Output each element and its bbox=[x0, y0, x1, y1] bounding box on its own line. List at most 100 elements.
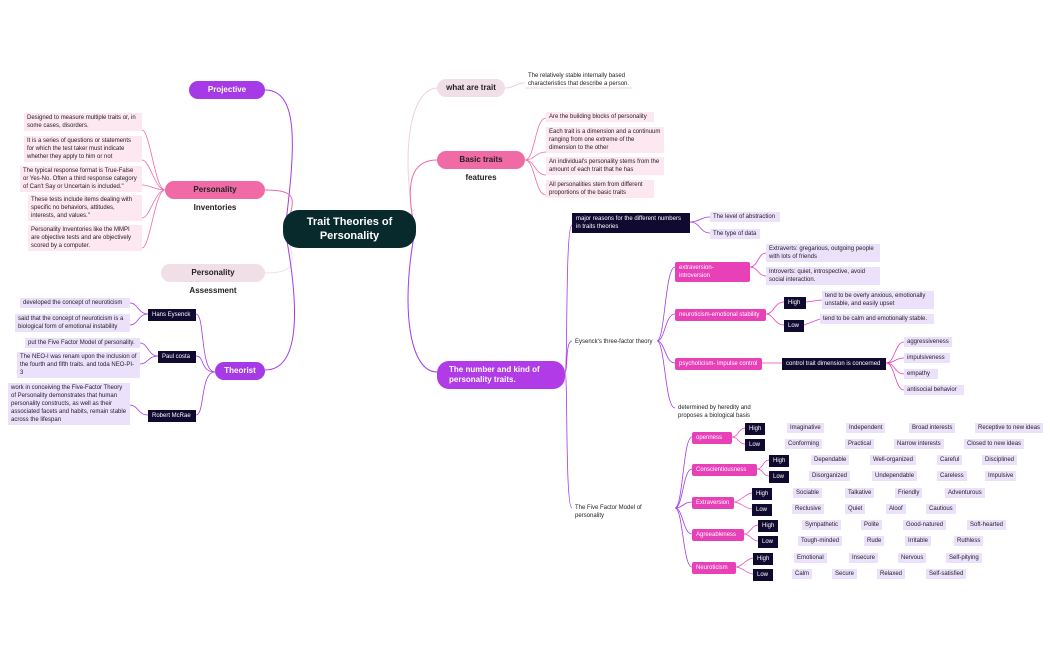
high-trait: Insecure bbox=[849, 553, 879, 563]
extraversion-item: Introverts: quiet, introspective, avoid … bbox=[766, 267, 880, 285]
low-trait: Cautious bbox=[926, 504, 956, 514]
what-are-trait-node[interactable]: what are trait bbox=[437, 79, 505, 97]
low-trait: Practical bbox=[845, 439, 875, 449]
psychoticism-node[interactable]: psychoticism- impulse control bbox=[675, 358, 762, 370]
eysenck-item: developed the concept of neuroticism bbox=[20, 298, 130, 308]
neuro-low-tag: Low bbox=[784, 320, 804, 332]
theorist-costa[interactable]: Paul costa bbox=[158, 351, 196, 363]
personality-inventories-node[interactable]: Personality Inventories bbox=[165, 181, 265, 212]
low-trait: Ruthless bbox=[954, 536, 984, 546]
neuro-low-desc: tend to be calm and emotionally stable. bbox=[820, 314, 934, 324]
low-trait: Reclusive bbox=[792, 504, 825, 514]
inventory-item: Designed to measure multiple traits or, … bbox=[24, 113, 142, 131]
high-trait: Careful bbox=[937, 455, 963, 465]
inventory-item: The typical response format is True-Fals… bbox=[20, 166, 142, 192]
high-trait: Emotional bbox=[794, 553, 827, 563]
factor-node[interactable]: Agreeableness bbox=[692, 529, 744, 541]
psych-item: antisocial behavior bbox=[904, 385, 964, 395]
five-factor-node[interactable]: The Five Factor Model of personality bbox=[575, 505, 642, 519]
high-trait: Broad interests bbox=[909, 423, 956, 433]
basic-item: All personalities stem from different pr… bbox=[546, 180, 654, 198]
mcrae-item: work in conceiving the Five-Factor Theor… bbox=[8, 383, 130, 425]
low-tag: Low bbox=[769, 471, 789, 483]
theorist-eysenck[interactable]: Hans Eysenck bbox=[148, 309, 196, 321]
high-trait: Self-pitying bbox=[946, 553, 982, 563]
neuro-high-tag: High bbox=[784, 297, 806, 309]
low-trait: Calm bbox=[792, 569, 813, 579]
number-kind-node[interactable]: The number and kind of personality trait… bbox=[437, 361, 565, 389]
basic-item: Are the building blocks of personality bbox=[546, 112, 654, 122]
inventory-item: Personality Inventories like the MMPI ar… bbox=[28, 225, 142, 251]
major-item: The level of abstraction bbox=[710, 212, 780, 222]
high-tag: High bbox=[758, 520, 778, 532]
low-trait: Disorganized bbox=[809, 471, 851, 481]
high-trait: Disciplined bbox=[982, 455, 1018, 465]
projective-tests-node[interactable]: Projective Tests bbox=[189, 81, 265, 112]
psych-item: aggressiveness bbox=[904, 337, 952, 347]
high-trait: Good-natured bbox=[903, 520, 947, 530]
neuroticism-stability-node[interactable]: neuroticism-emotional stability bbox=[675, 309, 766, 321]
determined-text: determined by heredity and proposes a bi… bbox=[678, 405, 751, 419]
high-trait: Independent bbox=[846, 423, 886, 433]
factor-node[interactable]: Extraversion bbox=[692, 497, 734, 509]
low-trait: Relaxed bbox=[877, 569, 906, 579]
costa-item: put the Five Factor Model of personality… bbox=[25, 338, 140, 348]
major-item: The type of data bbox=[710, 229, 760, 239]
costa-item: The NEO-I was renam upon the inclusion o… bbox=[17, 352, 140, 378]
inventory-item: It is a series of questions or statement… bbox=[24, 136, 142, 162]
low-trait: Secure bbox=[832, 569, 858, 579]
high-trait: Friendly bbox=[895, 488, 923, 498]
low-tag: Low bbox=[745, 439, 765, 451]
low-trait: Narrow interests bbox=[894, 439, 944, 449]
trait-definition: The relatively stable internally based c… bbox=[528, 73, 630, 87]
high-trait: Nervous bbox=[898, 553, 927, 563]
high-trait: Well-organized bbox=[870, 455, 916, 465]
high-trait: Imaginative bbox=[787, 423, 824, 433]
high-trait: Sociable bbox=[793, 488, 823, 498]
basic-item: An individual's personality stems from t… bbox=[546, 157, 664, 175]
basic-traits-node[interactable]: Basic traits features bbox=[437, 151, 525, 182]
high-trait: Adventurous bbox=[945, 488, 985, 498]
high-trait: Sympathetic bbox=[802, 520, 842, 530]
high-trait: Receptive to new ideas bbox=[975, 423, 1044, 433]
basic-item: Each trait is a dimension and a continuu… bbox=[546, 127, 664, 153]
low-trait: Rude bbox=[864, 536, 885, 546]
high-trait: Talkative bbox=[845, 488, 875, 498]
neuro-high-desc: tend to be overly anxious, emotionally u… bbox=[822, 291, 934, 309]
inventory-item: These tests include items dealing with s… bbox=[28, 195, 142, 221]
low-trait: Quiet bbox=[845, 504, 866, 514]
factor-node[interactable]: Neuroticism bbox=[692, 562, 736, 574]
low-trait: Tough-minded bbox=[798, 536, 843, 546]
high-tag: High bbox=[769, 455, 789, 467]
low-trait: Closed to new ideas bbox=[964, 439, 1025, 449]
high-trait: Soft-hearted bbox=[967, 520, 1007, 530]
high-tag: High bbox=[753, 553, 773, 565]
low-tag: Low bbox=[758, 536, 778, 548]
extraversion-item: Extraverts: gregarious, outgoing people … bbox=[766, 244, 880, 262]
low-trait: Undependable bbox=[872, 471, 918, 481]
extraversion-introversion-node[interactable]: extraversion- introversion bbox=[675, 262, 750, 282]
low-tag: Low bbox=[753, 569, 773, 581]
eysenck-item: said that the concept of neuroticism is … bbox=[15, 314, 130, 332]
high-trait: Dependable bbox=[811, 455, 850, 465]
psych-item: impulsiveness bbox=[904, 353, 950, 363]
high-trait: Polite bbox=[861, 520, 883, 530]
low-trait: Self-satisfied bbox=[926, 569, 967, 579]
low-trait: Irritable bbox=[905, 536, 932, 546]
personality-assessment-node[interactable]: Personality Assessment bbox=[161, 264, 265, 295]
factor-node[interactable]: Conscientiousness bbox=[692, 464, 757, 476]
control-trait-node: control trait dimension is concerned bbox=[782, 358, 886, 370]
low-tag: Low bbox=[752, 504, 772, 516]
theorist-mcrae[interactable]: Robert McRae bbox=[148, 410, 196, 422]
major-reasons-node[interactable]: major reasons for the different numbers … bbox=[572, 213, 690, 233]
high-tag: High bbox=[752, 488, 772, 500]
theorist-node[interactable]: Theorist bbox=[215, 362, 265, 380]
psych-item: empathy bbox=[904, 369, 938, 379]
central-topic[interactable]: Trait Theories of Personality bbox=[283, 210, 416, 248]
factor-node[interactable]: openness bbox=[692, 432, 732, 444]
eysenck-theory-node[interactable]: Eysenck's three-factor theory bbox=[575, 339, 653, 345]
low-trait: Impulsive bbox=[985, 471, 1017, 481]
high-tag: High bbox=[745, 423, 765, 435]
low-trait: Aloof bbox=[886, 504, 906, 514]
